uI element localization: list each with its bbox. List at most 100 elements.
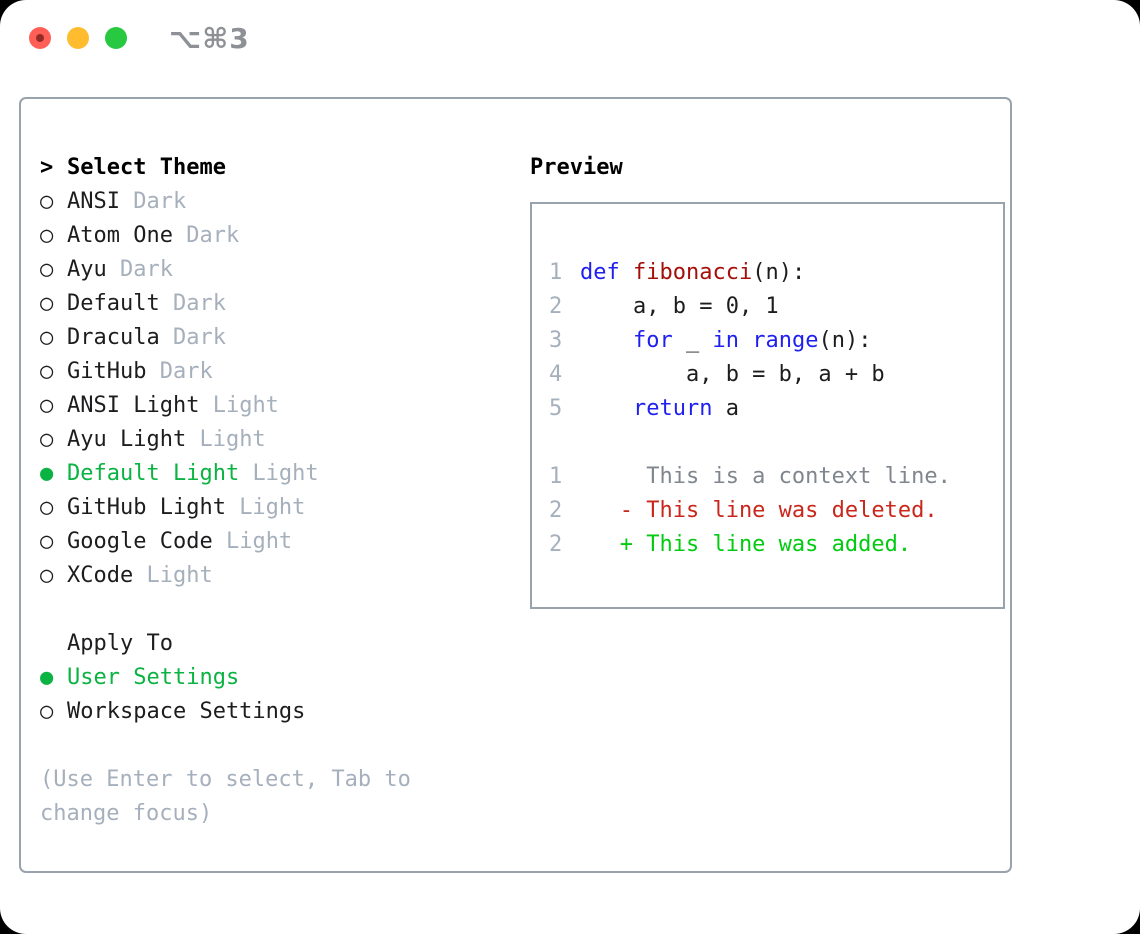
code-segment [580, 392, 633, 426]
theme-option[interactable]: ○ Ayu Light Light [40, 423, 503, 457]
code-line: 2 a, b = 0, 1 [549, 290, 986, 324]
radio-unselected-icon: ○ [40, 223, 54, 248]
code-line: 4 a, b = b, a + b [549, 358, 986, 392]
apply-to-indent [40, 627, 67, 661]
code-segment: a [712, 396, 739, 421]
theme-variant-label: Dark [172, 325, 226, 350]
apply-to-label: User Settings [67, 665, 240, 690]
apply-to-option[interactable]: ● User Settings [40, 661, 503, 695]
preview-title: Preview [530, 155, 623, 180]
radio-unselected-icon: ○ [40, 257, 54, 282]
code-segment [620, 256, 633, 290]
radio-selected-icon: ● [40, 461, 54, 486]
radio-unselected-icon: ○ [40, 359, 54, 384]
theme-option[interactable]: ○ Google Code Light [40, 525, 503, 559]
code-segment: - This line was deleted. [580, 498, 938, 523]
line-number: 2 [549, 498, 563, 523]
code-segment [739, 324, 752, 358]
theme-name: ANSI Light [67, 393, 213, 418]
diff-line: 2 - This line was deleted. [549, 494, 986, 528]
minimize-button-icon[interactable] [67, 27, 89, 49]
theme-name: Google Code [67, 529, 226, 554]
apply-to-title: Apply To [67, 631, 173, 656]
theme-variant-label: Light [146, 563, 213, 588]
code-segment: + This line was added. [580, 532, 912, 557]
theme-variant-label: Dark [159, 359, 213, 384]
theme-option[interactable]: ● Default Light Light [40, 457, 503, 491]
theme-options-list: ○ANSI Dark○Atom One Dark○Ayu Dark○Defaul… [40, 185, 503, 593]
theme-option[interactable]: ○ Atom One Dark [40, 219, 503, 253]
radio-unselected-icon: ○ [40, 529, 54, 554]
zoom-button-icon[interactable] [105, 27, 127, 49]
theme-variant-label: Light [212, 393, 279, 418]
code-segment: range [752, 328, 819, 353]
theme-variant-label: Dark [186, 223, 240, 248]
theme-name: Default [67, 291, 173, 316]
code-line: 1 def fibonacci(n): [549, 256, 986, 290]
close-button-icon[interactable] [29, 27, 51, 49]
theme-option[interactable]: ○ANSI Dark [40, 185, 503, 219]
radio-unselected-icon: ○ [40, 189, 54, 214]
line-number: 2 [549, 294, 563, 319]
code-segment: (n): [752, 260, 806, 285]
theme-variant-label: Light [199, 427, 266, 452]
theme-list-column: > Select Theme ○ANSI Dark○Atom One Dark○… [40, 151, 503, 827]
diff-line: 1 This is a context line. [549, 460, 986, 494]
theme-option[interactable]: ○Ayu Dark [40, 253, 503, 287]
window-shortcut-label: ⌥⌘3 [169, 22, 250, 55]
line-number: 1 [549, 260, 563, 285]
radio-unselected-icon: ○ [40, 495, 54, 520]
radio-unselected-icon: ○ [40, 427, 54, 452]
code-segment: fibonacci [633, 260, 753, 285]
theme-name: Atom One [67, 223, 187, 248]
traffic-light-buttons [29, 27, 127, 49]
theme-name: Default Light [67, 461, 253, 486]
theme-option[interactable]: ○ Default Dark [40, 287, 503, 321]
theme-variant-label: Light [239, 495, 306, 520]
radio-unselected-icon: ○ [40, 291, 54, 316]
radio-selected-icon: ● [40, 665, 54, 690]
code-line: 3 for _ in range(n): [549, 324, 986, 358]
selection-arrow-icon: > [40, 155, 54, 180]
theme-option[interactable]: ○ GitHub Dark [40, 355, 503, 389]
select-theme-title: Select Theme [67, 155, 226, 180]
title-bar: ⌥⌘3 [0, 0, 1140, 76]
code-segment: _ [672, 328, 713, 353]
line-number: 1 [549, 464, 563, 489]
theme-option[interactable]: ○GitHub Light Light [40, 491, 503, 525]
theme-variant-label: Dark [119, 257, 173, 282]
apply-to-options-list: ● User Settings ○Workspace Settings [40, 661, 503, 729]
radio-unselected-icon: ○ [40, 325, 54, 350]
apply-to-label: Workspace Settings [67, 699, 306, 724]
code-segment: in [712, 328, 739, 353]
line-number: 5 [549, 396, 563, 421]
theme-variant-label: Light [252, 461, 319, 486]
theme-option[interactable]: ○ ANSI Light Light [40, 389, 503, 423]
theme-name: XCode [67, 563, 147, 588]
code-segment: This is a context line. [580, 464, 951, 489]
theme-variant-label: Light [225, 529, 293, 554]
line-number: 3 [549, 328, 563, 353]
radio-unselected-icon: ○ [40, 393, 54, 418]
code-line: 5 return a [549, 392, 986, 426]
spacer [549, 426, 986, 460]
line-number: 2 [549, 532, 563, 557]
code-segment: for [632, 328, 673, 353]
code-segment: (n): [818, 328, 872, 353]
select-theme-header: > Select Theme [40, 151, 503, 185]
theme-name: Ayu Light [67, 427, 200, 452]
theme-option[interactable]: ○XCode Light [40, 559, 503, 593]
theme-name: GitHub [67, 359, 160, 384]
apply-to-option[interactable]: ○Workspace Settings [40, 695, 503, 729]
code-segment: def [580, 260, 620, 285]
theme-variant-label: Dark [172, 291, 226, 316]
code-segment: a, b = b, a + b [580, 362, 885, 387]
theme-option[interactable]: ○Dracula Dark [40, 321, 503, 355]
diff-line: 2 + This line was added. [549, 528, 986, 562]
diff-preview-block: 1 This is a context line.2 - This line w… [549, 460, 986, 562]
code-segment: a, b = 0, 1 [580, 294, 779, 319]
line-number: 4 [549, 362, 563, 387]
